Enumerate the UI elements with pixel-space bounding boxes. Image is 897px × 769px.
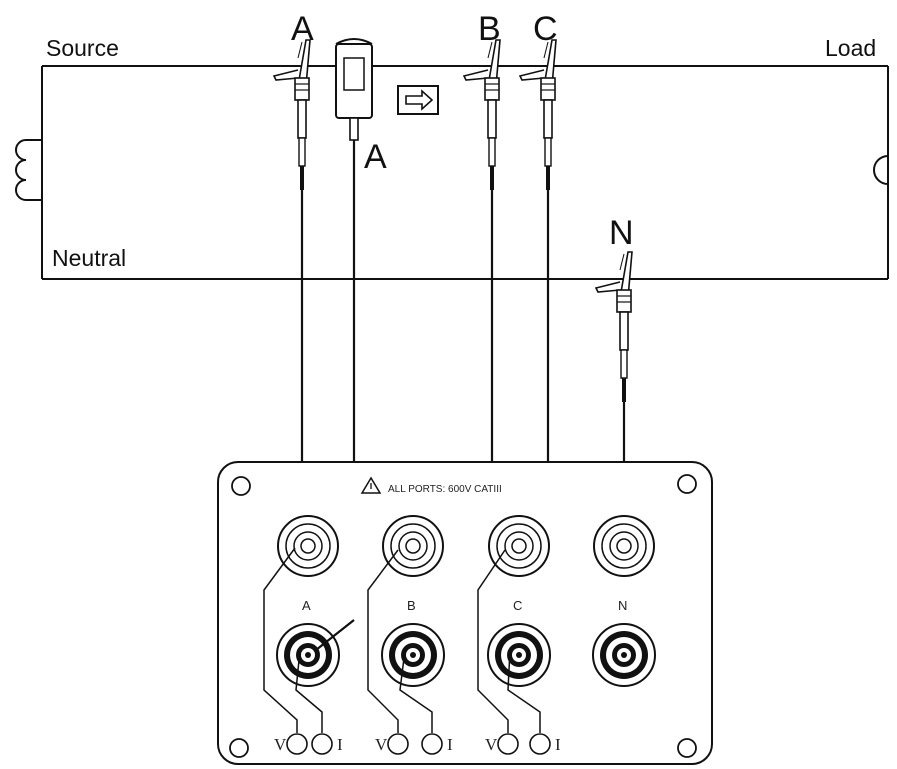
current-clamp-a bbox=[335, 38, 373, 620]
bnc-connector-b bbox=[381, 623, 445, 687]
voltage-jack-b bbox=[382, 515, 444, 577]
mount-hole-top-right bbox=[677, 474, 697, 494]
clamp-a-wire-end bbox=[315, 619, 355, 651]
terminal-i-b bbox=[421, 733, 443, 755]
terminal-label-v-a: V bbox=[274, 735, 287, 754]
probe-b-label: B bbox=[478, 10, 501, 48]
bnc-connector-c bbox=[487, 623, 551, 687]
probe-a-label: A bbox=[291, 10, 314, 48]
terminal-label-i-a: I bbox=[337, 735, 343, 754]
voltage-jack-a bbox=[277, 515, 339, 577]
bnc-connector-n bbox=[592, 623, 656, 687]
warning-text: ALL PORTS: 600V CATIII bbox=[388, 484, 502, 495]
arrow-right-icon bbox=[397, 85, 439, 115]
terminal-label-i-b: I bbox=[447, 735, 453, 754]
terminal-i-a bbox=[311, 733, 333, 755]
load-icon bbox=[873, 155, 889, 185]
terminal-v-a bbox=[286, 733, 308, 755]
probe-c-label: C bbox=[533, 10, 558, 48]
warning-triangle-icon bbox=[360, 476, 382, 494]
mount-hole-bottom-left bbox=[229, 738, 249, 758]
instrument-panel bbox=[217, 461, 713, 765]
channel-label-a: A bbox=[302, 598, 311, 613]
load-label: Load bbox=[825, 35, 876, 61]
terminal-label-i-c: I bbox=[555, 735, 561, 754]
breakout-leads bbox=[263, 547, 541, 733]
terminal-label-v-c: V bbox=[485, 735, 498, 754]
source-label: Source bbox=[46, 35, 119, 61]
channel-label-b: B bbox=[407, 598, 416, 613]
terminal-v-b bbox=[387, 733, 409, 755]
probe-n-label: N bbox=[609, 214, 634, 252]
source-coil-icon bbox=[15, 139, 42, 201]
clamp-a-label: A bbox=[364, 138, 387, 176]
terminal-label-v-b: V bbox=[375, 735, 388, 754]
voltage-jack-c bbox=[488, 515, 550, 577]
terminal-v-c bbox=[497, 733, 519, 755]
neutral-label: Neutral bbox=[52, 245, 126, 271]
terminal-i-c bbox=[529, 733, 551, 755]
channel-label-c: C bbox=[513, 598, 522, 613]
mount-hole-bottom-right bbox=[677, 738, 697, 758]
bnc-connector-a bbox=[276, 623, 340, 687]
mount-hole-top-left bbox=[231, 476, 251, 496]
channel-label-n: N bbox=[618, 598, 627, 613]
voltage-jack-n bbox=[593, 515, 655, 577]
